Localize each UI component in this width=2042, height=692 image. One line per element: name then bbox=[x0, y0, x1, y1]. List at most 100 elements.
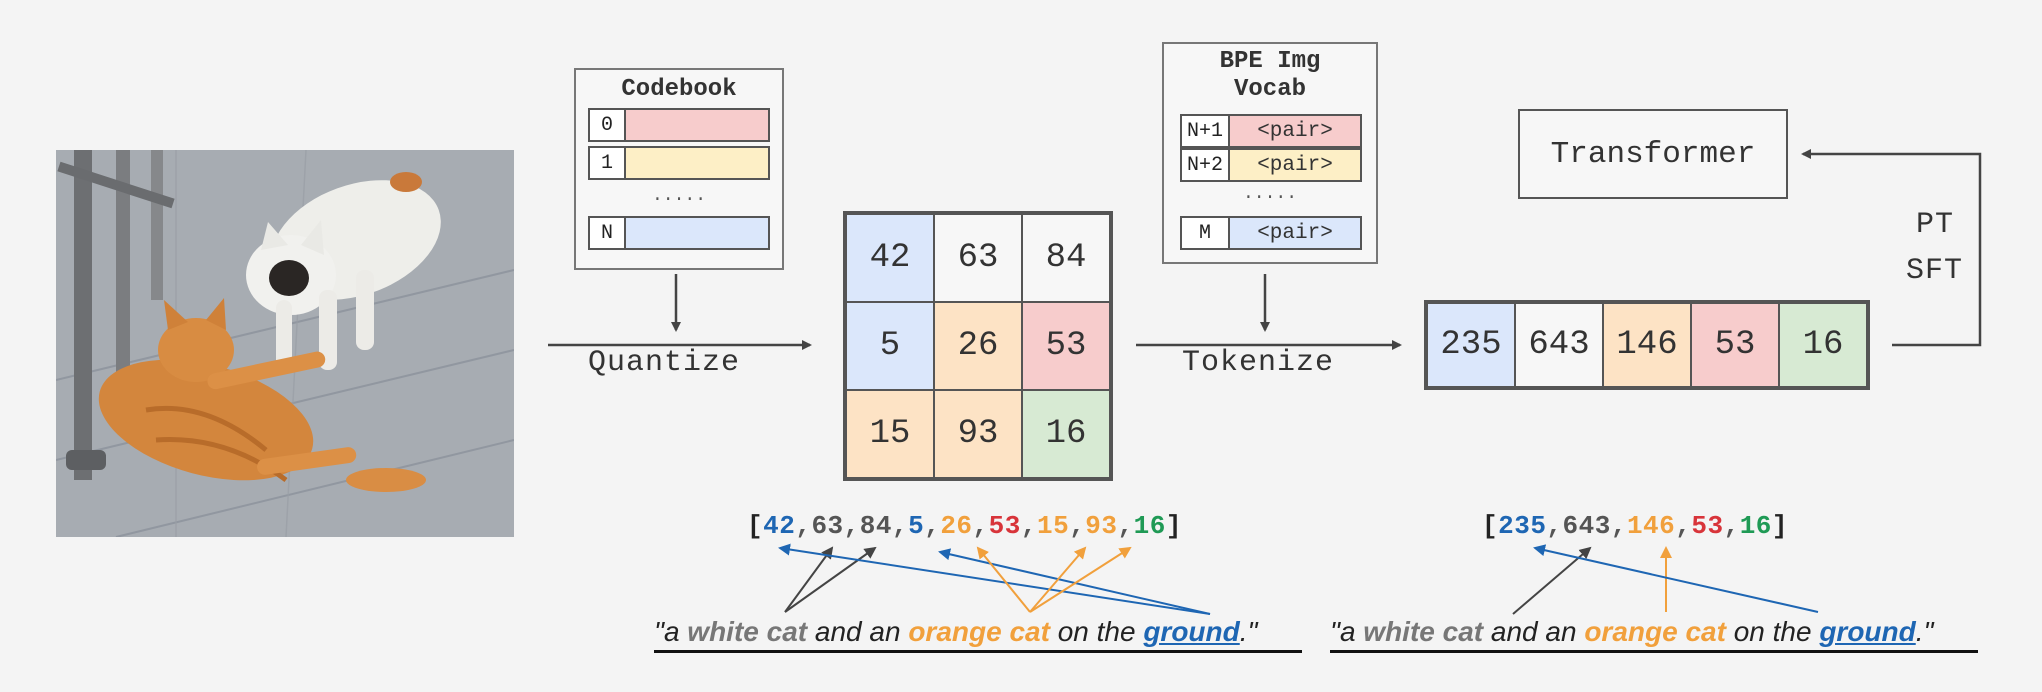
sequence-cell: 53 bbox=[1691, 303, 1779, 387]
white-cat-arrow-right bbox=[1512, 546, 1592, 615]
grid-cell: 26 bbox=[934, 302, 1022, 390]
grid-cell: 16 bbox=[1022, 390, 1110, 478]
bracket-open: [ bbox=[1482, 511, 1499, 541]
token-separator: , bbox=[1610, 511, 1627, 541]
pt-label: PT bbox=[1916, 208, 1955, 242]
token-separator: , bbox=[795, 511, 812, 541]
token-id: 16 bbox=[1739, 511, 1772, 541]
grid-cell: 5 bbox=[846, 302, 934, 390]
token-id: 16 bbox=[1133, 511, 1166, 541]
token-id: 84 bbox=[859, 511, 892, 541]
ground-arrow-1 bbox=[778, 543, 1211, 615]
codebook-index: 1 bbox=[590, 148, 626, 178]
sequence-cell: 16 bbox=[1779, 303, 1867, 387]
grid-cell: 93 bbox=[934, 390, 1022, 478]
cats-photo bbox=[56, 150, 514, 537]
bpe-vocab-index: N+2 bbox=[1182, 150, 1230, 180]
bpe-vocab-pair: <pair> bbox=[1230, 218, 1360, 248]
codebook-index: 0 bbox=[590, 110, 626, 140]
orange-cat-arrow-3 bbox=[1029, 546, 1132, 613]
token-separator: , bbox=[1723, 511, 1740, 541]
token-id: 146 bbox=[1626, 511, 1676, 541]
bracket-close: ] bbox=[1165, 511, 1182, 541]
caption-left: "a white cat and an orange cat on the gr… bbox=[654, 616, 1257, 648]
codebook-swatch bbox=[626, 110, 768, 140]
token-id: 63 bbox=[811, 511, 844, 541]
quantize-label: Quantize bbox=[588, 346, 741, 380]
grid-cell: 53 bbox=[1022, 302, 1110, 390]
token-id: 42 bbox=[763, 511, 796, 541]
cats-illustration bbox=[56, 150, 514, 537]
caption-open: "a bbox=[1330, 616, 1364, 647]
token-separator: , bbox=[891, 511, 909, 541]
caption-orange-cat: orange cat bbox=[1584, 616, 1726, 647]
token-separator: , bbox=[1675, 511, 1692, 541]
caption-orange-cat: orange cat bbox=[908, 616, 1050, 647]
caption-ground: ground bbox=[1143, 616, 1240, 647]
token-separator: , bbox=[924, 511, 941, 541]
bpe-vocab-row-2: N+2 <pair> bbox=[1180, 148, 1362, 182]
sft-label: SFT bbox=[1906, 254, 1964, 288]
bracket-close: ] bbox=[1771, 511, 1789, 541]
token-separator: , bbox=[1020, 511, 1037, 541]
grid-cell: 63 bbox=[934, 214, 1022, 302]
codebook-swatch bbox=[626, 148, 768, 178]
orange-cat-arrow-2 bbox=[1029, 546, 1087, 613]
caption-white-cat: white cat bbox=[687, 616, 808, 647]
white-cat-arrow-1 bbox=[784, 546, 834, 613]
token-id: 5 bbox=[908, 511, 925, 541]
codebook-title: Codebook bbox=[621, 76, 737, 103]
caption-on-the: on the bbox=[1049, 616, 1144, 647]
transformer-box: Transformer bbox=[1518, 109, 1788, 199]
bracket-open: [ bbox=[747, 511, 764, 541]
token-separator: , bbox=[1069, 511, 1086, 541]
token-separator: , bbox=[843, 511, 860, 541]
caption-ground: ground bbox=[1819, 616, 1916, 647]
token-id: 53 bbox=[988, 511, 1021, 541]
bpe-vocab-pair: <pair> bbox=[1230, 150, 1360, 180]
bpe-vocab-panel: BPE Img Vocab N+1 <pair> N+2 <pair> ....… bbox=[1162, 42, 1378, 264]
bpe-vocab-pair: <pair> bbox=[1230, 116, 1360, 146]
orange-cat-arrow-1 bbox=[976, 546, 1031, 613]
sequence-cell: 643 bbox=[1515, 303, 1603, 387]
token-id: 235 bbox=[1498, 511, 1547, 541]
bpe-vocab-row-1: N+1 <pair> bbox=[1180, 114, 1362, 148]
ground-arrow-right bbox=[1533, 544, 1819, 613]
grid-cell: 15 bbox=[846, 390, 934, 478]
grid-cell: 84 bbox=[1022, 214, 1110, 302]
codebook-row-1: 1 bbox=[588, 146, 770, 180]
token-list-left: [42,63,84,5,26,53,15,93,16] bbox=[747, 511, 1182, 541]
bpe-vocab-row-m: M <pair> bbox=[1180, 216, 1362, 250]
codebook-row-0: 0 bbox=[588, 108, 770, 142]
token-id: 53 bbox=[1691, 511, 1724, 541]
bpe-vocab-index: N+1 bbox=[1182, 116, 1230, 146]
token-separator: , bbox=[1546, 511, 1563, 541]
bpe-vocab-index: M bbox=[1182, 218, 1230, 248]
caption-right-underline bbox=[1330, 650, 1978, 653]
caption-end: ." bbox=[1239, 616, 1258, 647]
codebook-swatch bbox=[626, 218, 768, 248]
tokenize-label: Tokenize bbox=[1182, 346, 1335, 380]
codebook-ellipsis: ..... bbox=[651, 186, 706, 206]
codebook-panel: Codebook 0 1 ..... N bbox=[574, 68, 784, 270]
token-separator: , bbox=[1117, 511, 1134, 541]
token-list-right: [235,643,146,53,16] bbox=[1482, 511, 1788, 541]
caption-middle: and an bbox=[807, 616, 909, 647]
bpe-vocab-title-line1: BPE Img bbox=[1219, 48, 1321, 75]
bpe-vocab-ellipsis: ..... bbox=[1242, 184, 1297, 204]
caption-on-the: on the bbox=[1725, 616, 1820, 647]
codebook-row-n: N bbox=[588, 216, 770, 250]
caption-left-underline bbox=[654, 650, 1302, 653]
sequence-cell: 235 bbox=[1427, 303, 1515, 387]
token-separator: , bbox=[972, 511, 989, 541]
caption-right: "a white cat and an orange cat on the gr… bbox=[1330, 616, 1933, 648]
codebook-index: N bbox=[590, 218, 626, 248]
feedback-arrow bbox=[1801, 149, 1982, 347]
caption-middle: and an bbox=[1483, 616, 1585, 647]
token-id: 15 bbox=[1036, 511, 1070, 541]
bpe-vocab-title-line2: Vocab bbox=[1233, 76, 1306, 103]
token-id: 26 bbox=[940, 511, 973, 541]
token-id: 93 bbox=[1085, 511, 1118, 541]
